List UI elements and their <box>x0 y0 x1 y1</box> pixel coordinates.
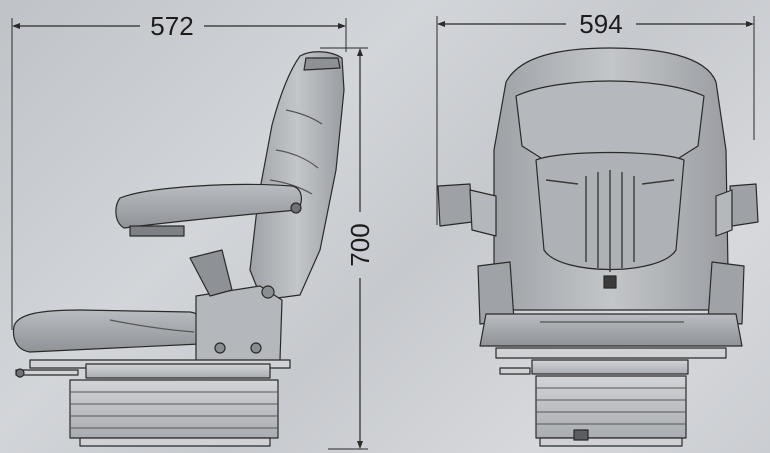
cushion-seam <box>109 319 195 333</box>
backrest-seam <box>285 109 323 125</box>
armrest-left-front <box>437 183 473 227</box>
base-plate <box>495 347 727 359</box>
mounting-plate <box>79 437 271 447</box>
height-value: 700 <box>345 223 375 266</box>
backrest-seam <box>269 179 313 195</box>
lumbar-adjuster <box>189 249 233 297</box>
lever-grip <box>15 368 25 378</box>
handle-front <box>499 367 531 375</box>
suspension-base <box>535 375 687 439</box>
backrest-side <box>249 51 345 301</box>
fore-aft-lever <box>15 369 79 376</box>
arrow-left <box>437 21 445 27</box>
dimension-depth: 572 <box>11 11 347 330</box>
armrest-pad <box>129 225 185 237</box>
seat-side-view <box>12 51 345 447</box>
dimension-height: 700 <box>320 47 375 450</box>
pivot-bolt <box>250 342 262 354</box>
bellows-folds <box>70 391 278 429</box>
seat-cushion-side <box>12 309 206 353</box>
suspension-base <box>69 379 279 439</box>
pivot-bolt <box>214 342 226 354</box>
label-plate-icon <box>573 429 589 441</box>
arrow-bottom <box>357 441 363 449</box>
side-bracket-right <box>707 261 745 325</box>
armrest-knob <box>290 202 302 214</box>
arrow-right <box>746 21 754 27</box>
width-value: 594 <box>579 9 622 39</box>
arrow-top <box>357 48 363 56</box>
lumbar-ribs <box>545 170 675 272</box>
arrow-left <box>12 23 20 29</box>
armrest-right-front <box>729 183 759 227</box>
rail-housing <box>531 359 689 375</box>
armrest-left-side <box>469 189 497 237</box>
seat-cushion-front <box>479 313 743 347</box>
backrest-seam <box>275 149 319 169</box>
depth-value: 572 <box>150 11 193 41</box>
headrest-front <box>515 80 705 171</box>
pivot-bolt <box>261 285 275 299</box>
arrow-right <box>338 23 346 29</box>
seat-front-view <box>437 47 759 447</box>
base-plate <box>85 363 271 379</box>
dimension-width: 594 <box>436 9 755 225</box>
armrest-right-side <box>715 189 733 237</box>
brand-badge-icon <box>603 275 617 289</box>
mounting-plate <box>539 437 683 447</box>
bellows-folds <box>536 387 686 425</box>
headrest-top <box>303 57 341 71</box>
